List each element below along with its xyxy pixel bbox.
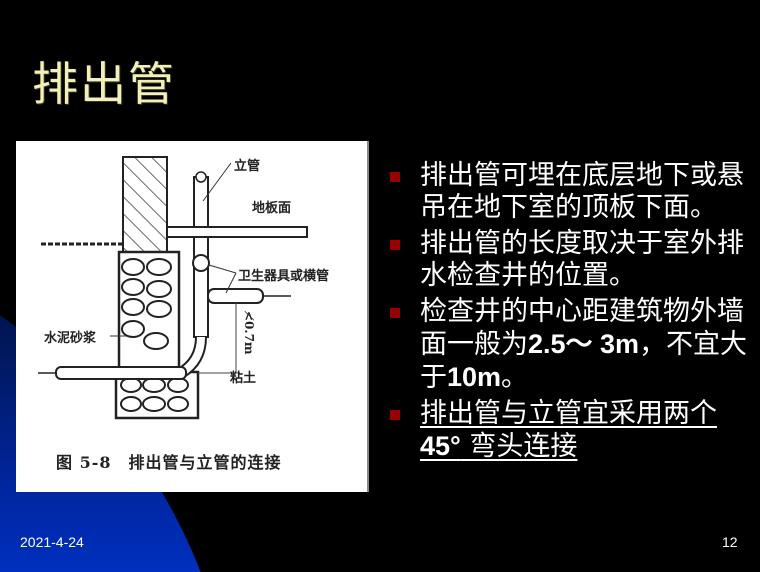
bullet-text: 排出管与立管宜采用两个45° 弯头连接 (420, 398, 717, 462)
bullet-marker-icon (390, 240, 400, 250)
drain-pipe-diagram: 立管 地板面 卫生器具或横管 水泥砂浆 粘土 ≮0.7m 图 5-8 排出管与立… (16, 141, 369, 492)
text-segment: 弯头连接 (460, 431, 578, 462)
slide-title: 排出管 (32, 57, 176, 111)
bullet-item: 检查井的中心距建筑物外墙面一般为2.5～ 3m，不宜大于10m。 (390, 296, 750, 394)
bullet-item: 排出管的长度取决于室外排水检查井的位置。 (390, 228, 750, 292)
label-clay: 粘土 (230, 371, 257, 386)
bullet-marker-icon (390, 308, 400, 318)
page-number: 12 (722, 534, 738, 550)
bullet-list: 排出管可埋在底层地下或悬吊在地下室的顶板下面。 排出管的长度取决于室外排水检查井… (390, 160, 750, 467)
bullet-item: 排出管可埋在底层地下或悬吊在地下室的顶板下面。 (390, 160, 750, 224)
bullet-text: 检查井的中心距建筑物外墙面一般为2.5～ 3m，不宜大于10m。 (420, 296, 747, 393)
text-segment: ，不宜大于 (420, 329, 748, 393)
text-segment: 排出管与立管宜采用两个 (420, 398, 717, 429)
bullet-text: 排出管的长度取决于室外排水检查井的位置。 (420, 228, 744, 291)
distance-range: 2.5～ 3m (528, 329, 640, 359)
label-depth: ≮0.7m (242, 311, 256, 355)
label-floor: 地板面 (252, 201, 292, 216)
footer-date: 2021-4-24 (20, 534, 84, 550)
bullet-text: 排出管可埋在底层地下或悬吊在地下室的顶板下面。 (420, 160, 744, 223)
label-fixture: 卫生器具或横管 (238, 269, 330, 284)
bullet-item: 排出管与立管宜采用两个45° 弯头连接 (390, 398, 750, 463)
label-riser: 立管 (234, 159, 261, 174)
text-segment: 。 (501, 362, 529, 393)
bend-angle: 45° (420, 431, 461, 461)
bullet-marker-icon (390, 172, 400, 182)
figure-caption: 图 5-8 排出管与立管的连接 (56, 453, 282, 472)
text-segment: 检查井的中心距建筑物外墙面一般为 (420, 296, 744, 360)
diagram-drawing (38, 156, 308, 420)
label-mortar: 水泥砂浆 (44, 331, 97, 346)
max-distance: 10m (447, 362, 502, 392)
bullet-marker-icon (390, 410, 400, 420)
